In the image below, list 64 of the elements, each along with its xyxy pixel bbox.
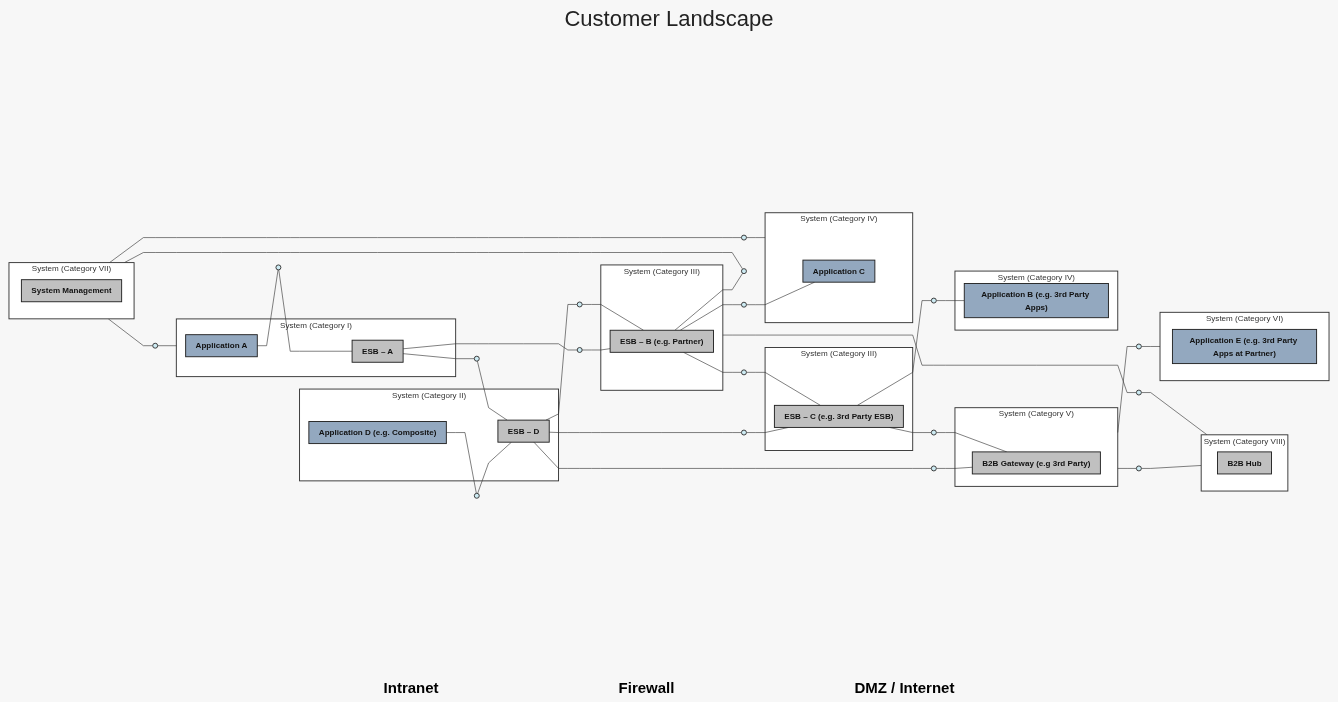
node-box: Application A: [185, 334, 258, 358]
connector: [402, 353, 475, 359]
connector: [548, 431, 742, 433]
connector: [1141, 465, 1202, 469]
connector: [109, 237, 742, 263]
connector: [1141, 346, 1161, 347]
node-box: Application E (e.g. 3rd Party Apps at Partner): [1171, 328, 1318, 365]
node-box: ESB – A: [351, 339, 404, 363]
connector: [477, 360, 508, 421]
connector: [545, 304, 578, 421]
connector: [722, 334, 1137, 393]
zone-label: DMZ / Internet: [854, 679, 955, 696]
node-circle: [741, 301, 747, 308]
connector: [581, 304, 644, 331]
node-box: System Management: [20, 279, 123, 303]
node-circle: [275, 264, 282, 271]
connector: [124, 252, 743, 269]
connector: [278, 269, 353, 352]
connector: [107, 318, 154, 346]
node-circle: [741, 268, 747, 275]
node-circle: [741, 234, 747, 241]
node-box: B2B Hub: [1217, 451, 1272, 475]
connector: [477, 441, 512, 494]
node-box: Application D (e.g. Composite): [308, 421, 447, 445]
connector: [1117, 346, 1137, 433]
node-circle: [473, 492, 480, 499]
node-circle: [1135, 389, 1142, 396]
connector: [674, 272, 743, 331]
connector: [936, 466, 973, 469]
connector: [581, 348, 611, 351]
node-box: B2B Gateway (e.g 3rd Party): [971, 451, 1101, 475]
node-box: ESB – D: [497, 419, 550, 443]
diagram-title: Customer Landscape: [564, 6, 774, 32]
node-circle: [1135, 343, 1142, 350]
node-circle: [576, 301, 583, 308]
node-circle: [930, 429, 937, 436]
node-circle: [930, 465, 937, 472]
connector: [402, 343, 578, 351]
connector: [936, 300, 965, 301]
node-box: Application B (e.g. 3rd Party Apps): [963, 283, 1109, 319]
connector: [1141, 392, 1208, 436]
node-circle: [930, 297, 937, 304]
connector: [257, 269, 279, 346]
node-circle: [741, 369, 747, 376]
connector: [157, 345, 177, 346]
node-box: ESB – B (e.g. Partner): [609, 329, 714, 353]
connector: [746, 372, 821, 406]
node-circle: [741, 429, 747, 436]
connector: [746, 281, 815, 305]
node-circle: [152, 342, 159, 349]
zone-label: Firewall: [618, 679, 675, 696]
connector: [679, 304, 742, 331]
connector: [857, 300, 932, 406]
node-box: ESB – C (e.g. 3rd Party ESB): [773, 404, 904, 428]
connector: [683, 352, 742, 373]
connector: [446, 432, 477, 494]
connector: [746, 237, 766, 238]
node-circle: [473, 355, 480, 362]
zone-label: Intranet: [383, 679, 439, 696]
node-circle: [1135, 465, 1142, 472]
node-circle: [576, 347, 583, 353]
connector: [533, 441, 932, 469]
node-box: Application C: [802, 259, 876, 283]
connector: [1117, 468, 1137, 469]
